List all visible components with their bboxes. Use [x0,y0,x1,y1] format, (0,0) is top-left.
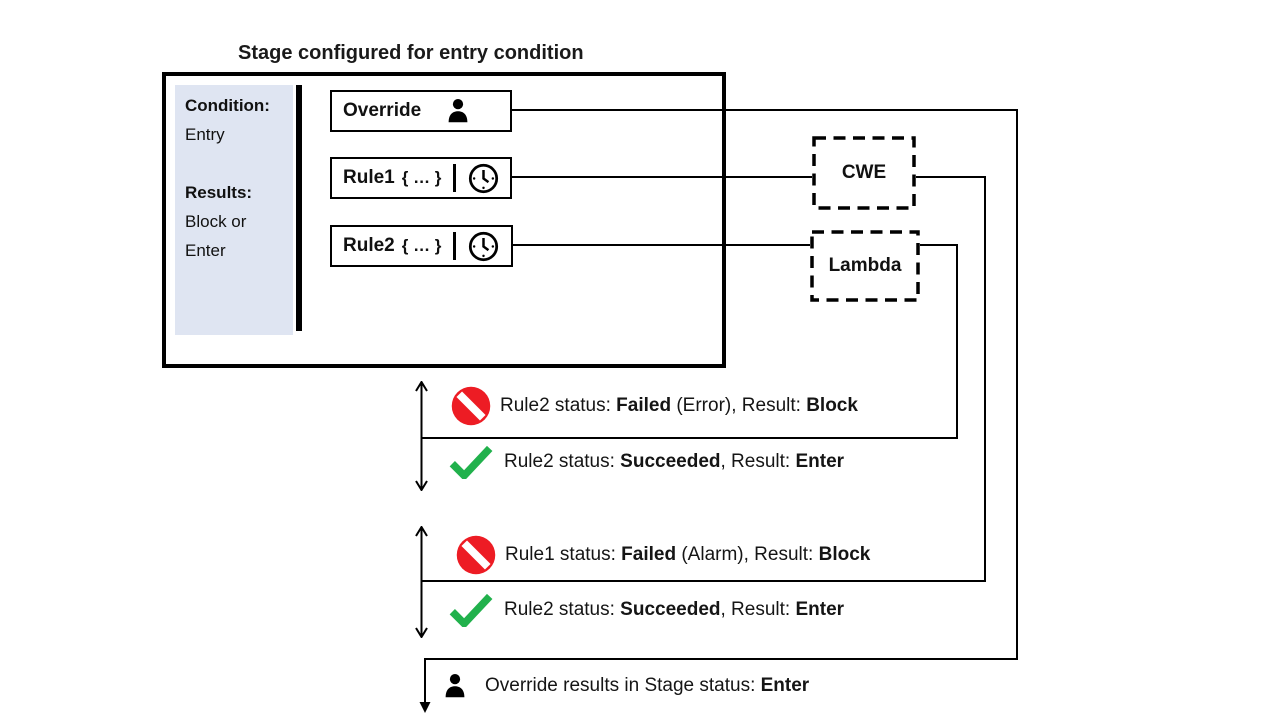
lambda-node: Lambda [810,230,920,302]
rule1-cwe-connector [512,176,812,178]
person-icon [445,674,465,698]
outcome-row: Rule1 status: Failed (Alarm), Result: Bl… [455,534,870,576]
outcome-row: Rule2 status: Succeeded, Result: Enter [448,444,844,480]
outcome-group1-arrow [415,381,428,491]
results-value-line1: Block or [185,212,247,231]
cwe-connector-h [916,176,986,178]
stage-box [162,72,726,368]
outcome-group1-line [421,437,958,439]
results-value-line2: Enter [185,241,226,260]
outcome-row: Rule2 status: Failed (Error), Result: Bl… [450,385,858,427]
condition-value: Entry [185,125,225,144]
lambda-connector-h [920,244,958,246]
rule2-args: { … } [401,236,442,255]
rule2-separator [453,232,457,260]
lambda-connector-v [956,244,958,438]
outcome-row: Rule2 status: Succeeded, Result: Enter [448,592,844,628]
no-entry-icon [451,386,491,426]
rule2-node: Rule2 { … } [330,225,513,267]
check-icon [449,593,493,627]
lambda-dashed-border [810,230,920,302]
rule1-args: { … } [401,168,442,187]
rule2-label: Rule2 [343,235,395,256]
panel-divider-bar [296,85,302,331]
rule2-lambda-connector [513,244,810,246]
lambda-label: Lambda [828,255,902,276]
cwe-connector-v [984,176,986,582]
condition-panel: Condition: Entry Results: Block or Enter [175,85,293,335]
outcome-text: Rule2 status: Succeeded, Result: Enter [504,599,845,620]
clock-icon [469,231,499,261]
person-icon [448,99,468,123]
outcome-text: Rule1 status: Failed (Alarm), Result: Bl… [505,544,871,565]
cwe-dashed-border [812,136,916,210]
footer-row: Override results in Stage status: Enter [440,668,809,704]
override-node: Override [330,90,512,132]
footer-connector-h [424,658,1018,660]
clock-icon [469,163,499,193]
override-label: Override [343,100,422,121]
no-entry-icon [456,535,496,575]
override-connector-h [512,109,1017,111]
outcome-text: Rule2 status: Failed (Error), Result: Bl… [500,395,858,416]
cwe-label: CWE [841,162,887,183]
outcome-group2-arrow [415,526,428,638]
override-connector-v [1016,109,1018,660]
rule1-label: Rule1 [343,167,395,188]
panel-spacer [185,149,293,178]
outcome-text: Rule2 status: Succeeded, Result: Enter [504,451,845,472]
cwe-node: CWE [812,136,916,210]
results-label: Results: [185,183,253,202]
outcome-group2-line [421,580,986,582]
diagram-title: Stage configured for entry condition [238,42,584,64]
check-icon [449,445,493,479]
footer-text: Override results in Stage status: Enter [485,675,810,696]
rule1-node: Rule1 { … } [330,157,512,199]
rule1-separator [453,164,457,192]
condition-label: Condition: [185,96,270,115]
footer-down-arrow [419,658,431,713]
